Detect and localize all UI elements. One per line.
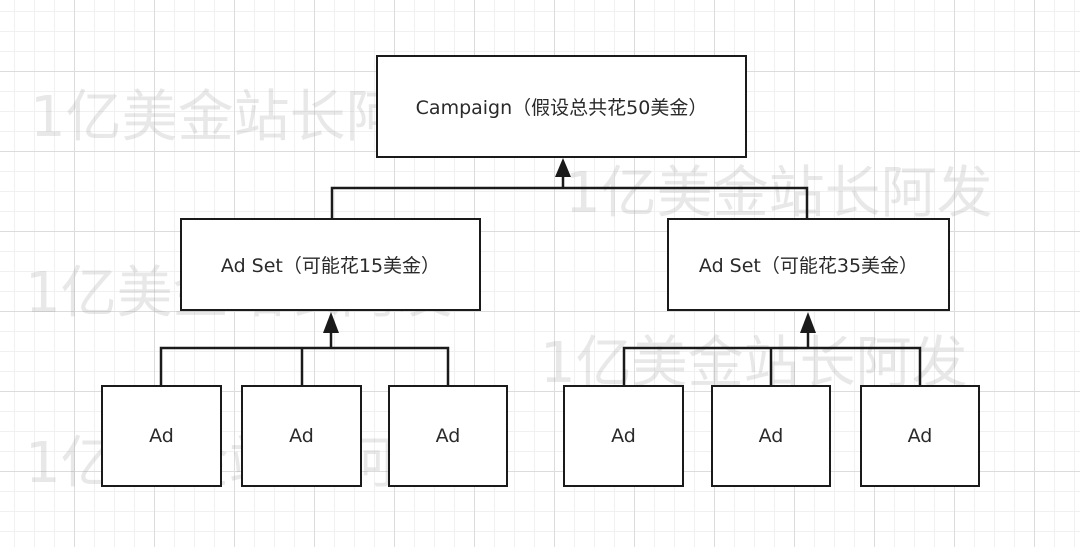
ad-node-5[interactable]: Ad xyxy=(711,385,831,487)
connector-campaign-bus xyxy=(330,186,809,218)
ad-node-4[interactable]: Ad xyxy=(563,385,684,487)
arrowhead-adset2 xyxy=(800,312,816,333)
arrowhead-adset1 xyxy=(323,312,339,333)
ad-node-1[interactable]: Ad xyxy=(101,385,222,487)
campaign-node[interactable]: Campaign（假设总共花50美金） xyxy=(376,55,747,158)
connector-adset1-bus xyxy=(159,346,450,385)
ad-node-6[interactable]: Ad xyxy=(860,385,980,487)
ad-node-2[interactable]: Ad xyxy=(241,385,362,487)
adset-node-2[interactable]: Ad Set（可能花35美金） xyxy=(667,218,950,311)
adset-node-1[interactable]: Ad Set（可能花15美金） xyxy=(180,218,481,311)
arrowhead-campaign xyxy=(555,158,571,177)
ad-node-3[interactable]: Ad xyxy=(388,385,508,487)
